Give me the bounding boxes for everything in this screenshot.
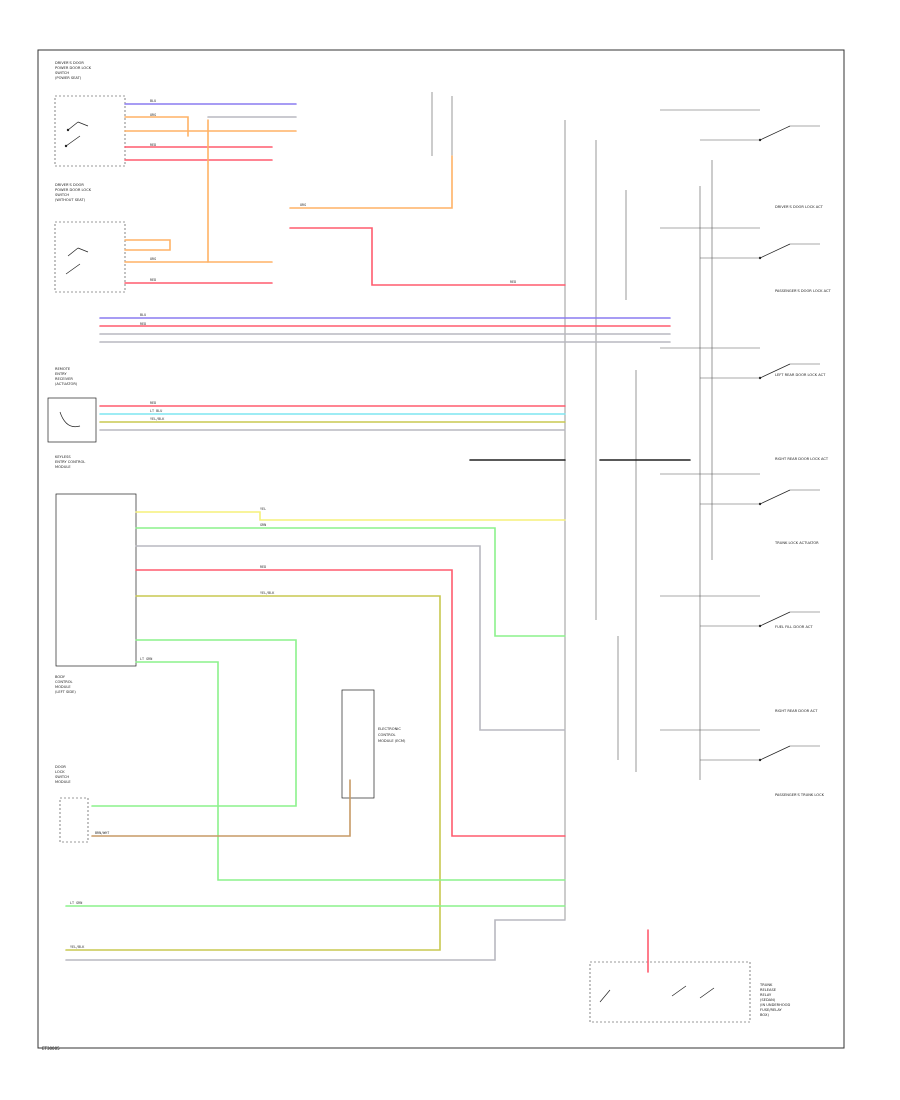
label-red-top: RED: [150, 143, 156, 147]
relay-label-2: RELAY: [760, 993, 772, 997]
actuator-switch-2: [660, 347, 820, 380]
c1-label-1: POWER DOOR LOCK: [55, 66, 92, 70]
relay-label-6: BOX): [760, 1013, 769, 1017]
actuator-switch-1: [660, 227, 820, 260]
c3-label-2: RECEIVER: [55, 377, 73, 381]
label-red-mid: RED: [150, 278, 156, 282]
component-door-lock-switch-1: DRIVER'S DOOR POWER DOOR LOCK SWITCH (PO…: [54, 61, 126, 167]
c6-label-2: SWITCH: [55, 775, 69, 779]
label-red-rx: RED: [150, 401, 156, 405]
wire-ltgrn-km: [135, 527, 566, 637]
wire-red-km: [135, 569, 566, 837]
wire-brnwht-km: [91, 779, 351, 837]
wire-group: [65, 103, 691, 973]
wire-yelblk-km: [65, 595, 441, 951]
label-yelblk-bottom: YEL/BLK: [70, 945, 85, 949]
wire-ltgrn-km-2: [91, 639, 297, 807]
component-trunk-release-relay: TRUNK RELEASE RELAY (SEDAN) (IN UNDERHOO…: [589, 961, 791, 1023]
right-component-label-1: PASSENGER'S DOOR LOCK ACT: [775, 289, 832, 293]
ecm-label-1: CONTROL: [378, 733, 396, 737]
ecm-label-2: MODULE (ECM): [378, 739, 406, 743]
right-component-label-6: RIGHT REAR DOOR ACT: [775, 709, 818, 713]
relay-label-3: (SEDAN): [760, 998, 776, 1002]
label-org-mid: ORG: [150, 257, 156, 261]
relay-label-0: TRUNK: [759, 983, 773, 987]
right-component-label-3: RIGHT REAR DOOR LOCK ACT: [775, 457, 829, 461]
component-keyless-entry-module: KEYLESS ENTRY CONTROL MODULE: [55, 455, 137, 667]
label-blu-bundle: BLU: [140, 313, 146, 317]
c1-label-0: DRIVER'S DOOR: [55, 61, 84, 65]
relay-label-4: (IN UNDERHOOD: [760, 1003, 791, 1007]
right-component-label-5: FUEL FILL DOOR ACT: [775, 625, 813, 629]
relay-label-1: RELEASE: [760, 988, 777, 992]
wire-org-mid: [124, 239, 171, 251]
c1-label-2: SWITCH: [55, 71, 69, 75]
wire-red-bus: [289, 227, 566, 286]
label-org-bus: ORG: [300, 203, 306, 207]
wire-yel-km: [135, 511, 566, 521]
label-red-km: RED: [260, 565, 266, 569]
actuator-switch-3: [660, 473, 820, 506]
label-yelblk-km: YEL/BLK: [260, 591, 275, 595]
label-ltblu-rx: LT BLU: [150, 409, 162, 413]
c6-label-0: DOOR: [55, 765, 66, 769]
c6-label-3: MODULE: [55, 780, 71, 784]
component-door-lock-switch-2: DRIVER'S DOOR POWER DOOR LOCK SWITCH (WI…: [54, 183, 126, 293]
wire-org-bus: [289, 155, 453, 209]
label-red-bus: RED: [510, 280, 516, 284]
footer-code: ET30005: [42, 1046, 60, 1051]
label-blu-top: BLU: [150, 99, 156, 103]
component-remote-entry-receiver: REMOTE ENTRY RECEIVER (ACTUATOR): [47, 367, 97, 443]
wire-wht-km: [135, 545, 566, 731]
component-body-control-module: BODY CONTROL MODULE (LEFT SIDE): [55, 675, 76, 694]
c5-label-3: (LEFT SIDE): [55, 690, 76, 694]
c4-label-2: MODULE: [55, 465, 71, 469]
right-component-label-7: PASSENGER'S TRUNK LOCK: [775, 793, 825, 797]
c2-label-1: POWER DOOR LOCK: [55, 188, 92, 192]
c2-label-0: DRIVER'S DOOR: [55, 183, 84, 187]
c4-label-1: ENTRY CONTROL: [55, 460, 85, 464]
ecm-label-0: ELECTRONIC: [378, 727, 401, 731]
c5-label-1: CONTROL: [55, 680, 73, 684]
label-ltgrn-bottom: LT GRN: [70, 901, 82, 905]
label-brnwht-km: BRN/WHT: [95, 831, 109, 835]
component-door-lock-switch-module: DOOR LOCK SWITCH MODULE: [55, 765, 89, 843]
actuator-switch-5: [660, 729, 820, 762]
c4-label-0: KEYLESS: [55, 455, 71, 459]
right-component-label-4: TRUNK LOCK ACTUATOR: [774, 541, 819, 545]
c6-label-1: LOCK: [55, 770, 65, 774]
c2-label-2: SWITCH: [55, 193, 69, 197]
label-yelblk-rx: YEL/BLK: [150, 417, 165, 421]
label-grn-km: GRN: [260, 523, 266, 527]
label-ltgrn-km: LT GRN: [140, 657, 152, 661]
wire-wht-bottom: [65, 919, 566, 961]
right-actuator-stack: DRIVER'S DOOR LOCK ACT PASSENGER'S DOOR L…: [660, 109, 832, 797]
c5-label-0: BODY: [55, 675, 66, 679]
right-component-label-2: LEFT REAR DOOR LOCK ACT: [775, 373, 826, 377]
c3-label-1: ENTRY: [55, 372, 67, 376]
c3-label-3: (ACTUATOR): [55, 382, 78, 386]
c2-label-3: (WITHOUT SEAT): [55, 198, 86, 202]
diagram-frame: [37, 49, 845, 1049]
relay-label-5: FUSE/RELAY: [760, 1008, 782, 1012]
actuator-switch-0: [660, 109, 820, 142]
wire-ltgrn-km-3: [135, 661, 566, 881]
wire-org-top: [124, 116, 189, 137]
label-yel-km: YEL: [260, 507, 266, 511]
wire-label-group: BLU ORG RED ORG RED ORG RED BLU RED RED LT BLU YEL/…: [70, 99, 516, 949]
c3-label-0: REMOTE: [55, 367, 71, 371]
c5-label-2: MODULE: [55, 685, 71, 689]
component-ecm: ELECTRONIC CONTROL MODULE (ECM): [341, 689, 406, 799]
label-org-top: ORG: [150, 113, 156, 117]
actuator-switch-4: [660, 595, 820, 628]
label-red-bundle: RED: [140, 322, 146, 326]
vertical-bus-lines: [431, 92, 713, 920]
c1-label-3: (POWER SEAT): [55, 76, 82, 80]
right-component-label-0: DRIVER'S DOOR LOCK ACT: [775, 205, 824, 209]
